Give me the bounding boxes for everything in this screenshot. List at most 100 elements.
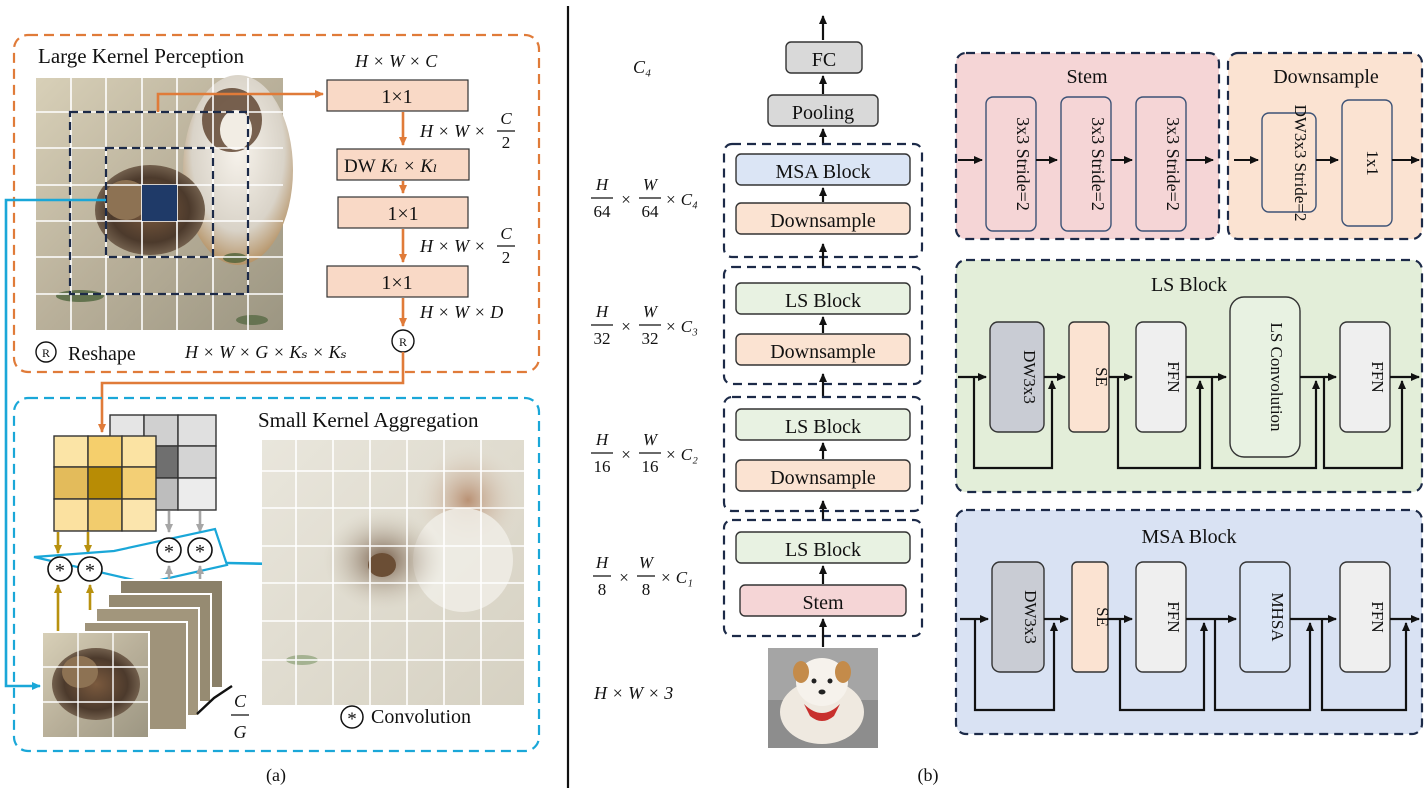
svg-text:*: * — [55, 560, 65, 582]
conv-node-1: * — [47, 556, 73, 582]
frac1-num: C — [500, 109, 512, 128]
svg-text:FFN: FFN — [1164, 601, 1183, 632]
svg-text:W: W — [643, 430, 659, 449]
svg-text:1×1: 1×1 — [381, 86, 412, 108]
lkp-container — [12, 33, 541, 374]
shape-stage4: H 64 × W 64 × C₄ — [591, 175, 698, 221]
panel-a: Large Kernel Perception — [4, 33, 541, 786]
conv-legend-icon — [340, 705, 364, 729]
arrow-photo-to-conv1 — [156, 90, 324, 112]
svg-text:DW3x3: DW3x3 — [1020, 350, 1039, 404]
lkp-center-pixel — [142, 185, 177, 221]
ls-op-se: SE — [1068, 321, 1111, 433]
stage1-stem-box: Stem — [739, 584, 907, 617]
svg-text:SE: SE — [1093, 607, 1112, 627]
conv-node-2: * — [77, 556, 103, 582]
stage3-downsample-box: Downsample — [735, 333, 911, 366]
ska-output-image — [262, 440, 526, 705]
panel-b: C₄ H 64 × W 64 × C₄ H 32 × W 32 × C₃ H 1… — [591, 15, 1424, 786]
msa-detail-title: MSA Block — [1141, 526, 1236, 548]
svg-text:W: W — [643, 175, 659, 194]
svg-text:MHSA: MHSA — [1268, 592, 1287, 642]
group-maps-stack — [41, 579, 224, 739]
gold-kernel — [53, 435, 157, 532]
svg-text:1x1: 1x1 — [1363, 150, 1382, 176]
svg-text:LS Block: LS Block — [785, 290, 861, 312]
reshape-legend-symbol: R — [42, 346, 50, 360]
lkp-small-window — [104, 146, 215, 259]
ls-detail-title: LS Block — [1151, 274, 1227, 296]
arrow-photo-to-groups — [4, 198, 106, 690]
svg-text:8: 8 — [642, 580, 651, 599]
frac2-den: 2 — [502, 248, 511, 267]
svg-text:Downsample: Downsample — [770, 210, 876, 232]
shape-stage3: H 32 × W 32 × C₃ — [591, 302, 698, 348]
svg-text:*: * — [164, 541, 174, 563]
shape-half-2: H × W × — [419, 236, 486, 256]
caption-b: (b) — [918, 765, 939, 786]
msa-op-se: SE — [1071, 561, 1112, 673]
svg-text:× C₃: × C₃ — [665, 317, 698, 336]
svg-text:FFN: FFN — [1164, 361, 1183, 392]
lkp-conv2: 1×1 — [337, 196, 469, 229]
frac1-den: 2 — [502, 133, 511, 152]
ls-op-lsconv: LS Convolution — [1229, 296, 1301, 458]
svg-text:LS Convolution: LS Convolution — [1267, 322, 1286, 432]
lkp-large-window — [68, 110, 250, 296]
arrow-reshape-to-kernels — [98, 352, 405, 433]
conv-legend-symbol: * — [347, 709, 357, 730]
ls-residuals — [972, 377, 1406, 470]
svg-text:×: × — [621, 317, 631, 336]
svg-text:3x3 Stride=2: 3x3 Stride=2 — [1013, 117, 1033, 211]
svg-text:W: W — [639, 553, 655, 572]
svg-text:32: 32 — [642, 329, 659, 348]
stem-detail-title: Stem — [1066, 66, 1108, 88]
svg-text:16: 16 — [594, 457, 611, 476]
svg-text:FFN: FFN — [1368, 601, 1387, 632]
ska-container — [12, 396, 541, 753]
svg-text:× C₁: × C₁ — [660, 568, 693, 587]
svg-text:*: * — [85, 560, 95, 582]
svg-text:H: H — [595, 430, 610, 449]
svg-text:FC: FC — [812, 49, 836, 71]
group-frac-den: G — [234, 722, 247, 742]
svg-text:1×1: 1×1 — [387, 203, 418, 225]
down-op-2: 1x1 — [1341, 99, 1393, 227]
svg-text:*: * — [195, 541, 205, 563]
svg-text:64: 64 — [642, 202, 660, 221]
ls-op-ffn-1: FFN — [1135, 321, 1187, 433]
msa-op-mhsa: MHSA — [1239, 561, 1291, 673]
downsample-detail-title: Downsample — [1273, 66, 1379, 88]
svg-text:FFN: FFN — [1368, 361, 1387, 392]
ls-op-ffn-2: FFN — [1339, 321, 1391, 433]
stem-op-1: 3x3 Stride=2 — [985, 96, 1037, 232]
stage2-downsample-box: Downsample — [735, 459, 911, 492]
shape-stage2: H 16 × W 16 × C₂ — [591, 430, 698, 476]
stem-op-2: 3x3 Stride=2 — [1060, 96, 1112, 232]
frac2-num: C — [500, 224, 512, 243]
svg-text:Downsample: Downsample — [770, 467, 876, 489]
svg-text:16: 16 — [642, 457, 659, 476]
svg-text:×: × — [621, 190, 631, 209]
reshape-legend-icon — [35, 341, 57, 363]
svg-text:DW3x3 Stride=2: DW3x3 Stride=2 — [1291, 105, 1310, 222]
down-op-1: DW3x3 Stride=2 — [1261, 105, 1317, 222]
stage4-downsample-box: Downsample — [735, 202, 911, 235]
svg-text:H: H — [595, 553, 610, 572]
shape-top: C₄ — [633, 57, 651, 77]
svg-text:1×1: 1×1 — [381, 272, 412, 294]
stage4-msa-box: MSA Block — [735, 153, 911, 186]
stage2-ls-box: LS Block — [735, 408, 911, 441]
shape-input: H × W × 3 — [593, 683, 673, 703]
ls-op-dw: DW3x3 — [989, 321, 1045, 433]
group-frac-num: C — [234, 691, 247, 711]
reshape-legend-label: Reshape — [68, 343, 136, 365]
conv-node-3: * — [156, 537, 182, 563]
svg-text:LS Block: LS Block — [785, 539, 861, 561]
svg-text:×: × — [621, 445, 631, 464]
svg-text:32: 32 — [594, 329, 611, 348]
lkp-conv1: 1×1 — [326, 79, 469, 112]
reshape-shape: H × W × G × Kₛ × Kₛ — [184, 342, 347, 362]
svg-text:× C₂: × C₂ — [665, 445, 698, 464]
